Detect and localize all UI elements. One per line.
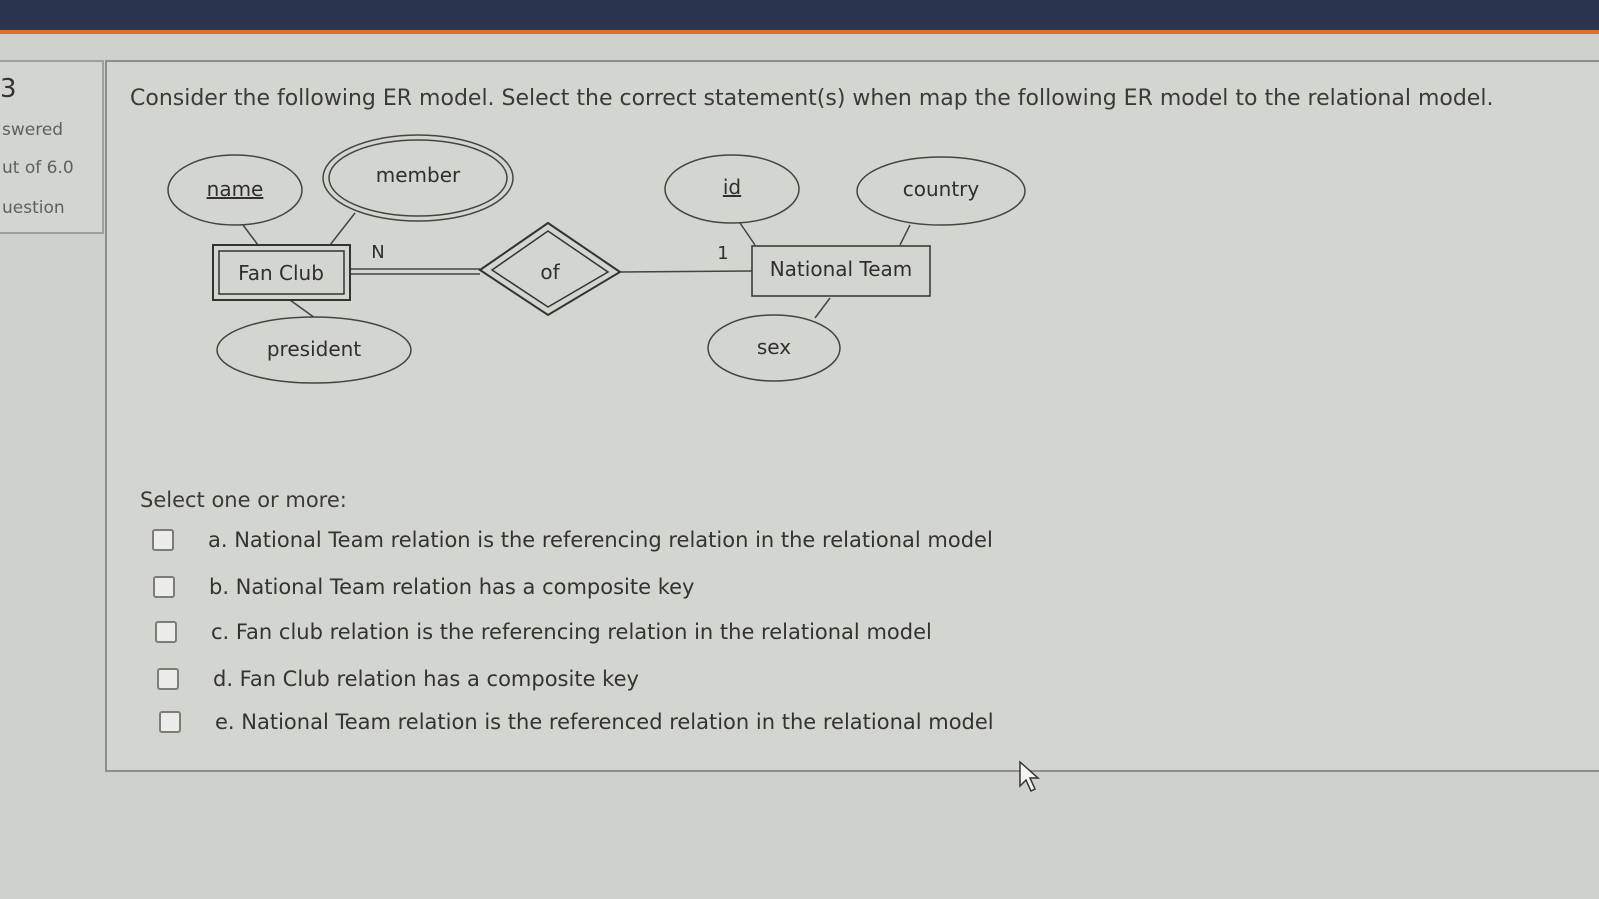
select-prompt: Select one or more: [140,488,347,512]
member-attribute-label: member [376,163,461,187]
question-text: Consider the following ER model. Select … [130,86,1494,111]
answer-option-c[interactable]: c. Fan club relation is the referencing … [155,615,932,649]
name-connector-line [242,224,259,246]
checkbox-d[interactable] [157,668,179,690]
president-connector-line [289,299,316,319]
of-relationship-inner [490,230,610,308]
answer-option-label: a. National Team relation is the referen… [208,528,993,552]
answer-option-label: b. National Team relation has a composit… [209,575,695,599]
name-attribute-ellipse [167,154,303,226]
mouse-cursor-icon [1019,760,1040,793]
question-mark: ut of 6.0 [2,158,74,178]
country-connector-line [899,224,911,246]
checkbox-b[interactable] [153,576,175,598]
member-attribute-inner [328,139,508,217]
answer-option-e[interactable]: e. National Team relation is the referen… [159,705,994,739]
of-national-team-line [619,270,753,273]
top-bar-accent [0,30,1599,34]
id-connector-line [739,222,756,246]
checkbox-c[interactable] [155,621,177,643]
id-attribute-label: id [723,175,741,199]
name-attribute-label: name [207,177,264,201]
sex-connector-line [814,297,831,319]
answer-option-label: d. Fan Club relation has a composite key [213,667,639,691]
question-status: swered [2,120,64,140]
president-attribute-ellipse [216,316,412,384]
cardinality-1-label: 1 [717,243,728,264]
of-relationship-label: of [540,260,560,284]
checkbox-a[interactable] [152,529,174,551]
country-attribute-ellipse [856,156,1026,226]
sex-attribute-ellipse [707,314,841,382]
top-bar [0,0,1599,30]
cardinality-n-label: N [371,242,384,263]
national-team-entity [751,245,931,297]
id-attribute-ellipse [664,154,800,224]
question-info-panel: 3 swered ut of 6.0 uestion [0,60,104,234]
flag-question-link[interactable]: uestion [2,198,65,218]
national-team-entity-label: National Team [770,257,913,281]
sex-attribute-label: sex [757,335,791,359]
country-attribute-label: country [903,177,980,201]
answer-option-a[interactable]: a. National Team relation is the referen… [152,523,993,557]
answer-option-d[interactable]: d. Fan Club relation has a composite key [157,662,639,696]
member-connector-line [329,212,356,246]
fan-club-entity-inner [218,250,345,295]
answer-option-label: e. National Team relation is the referen… [215,710,994,734]
checkbox-e[interactable] [159,711,181,733]
president-attribute-label: president [267,337,361,361]
er-diagram: name member president id country sex Fan… [167,134,1026,384]
answer-option-label: c. Fan club relation is the referencing … [211,620,932,644]
fan-club-entity-label: Fan Club [238,261,324,285]
answer-option-b[interactable]: b. National Team relation has a composit… [153,570,694,604]
question-number: 3 [0,74,17,104]
